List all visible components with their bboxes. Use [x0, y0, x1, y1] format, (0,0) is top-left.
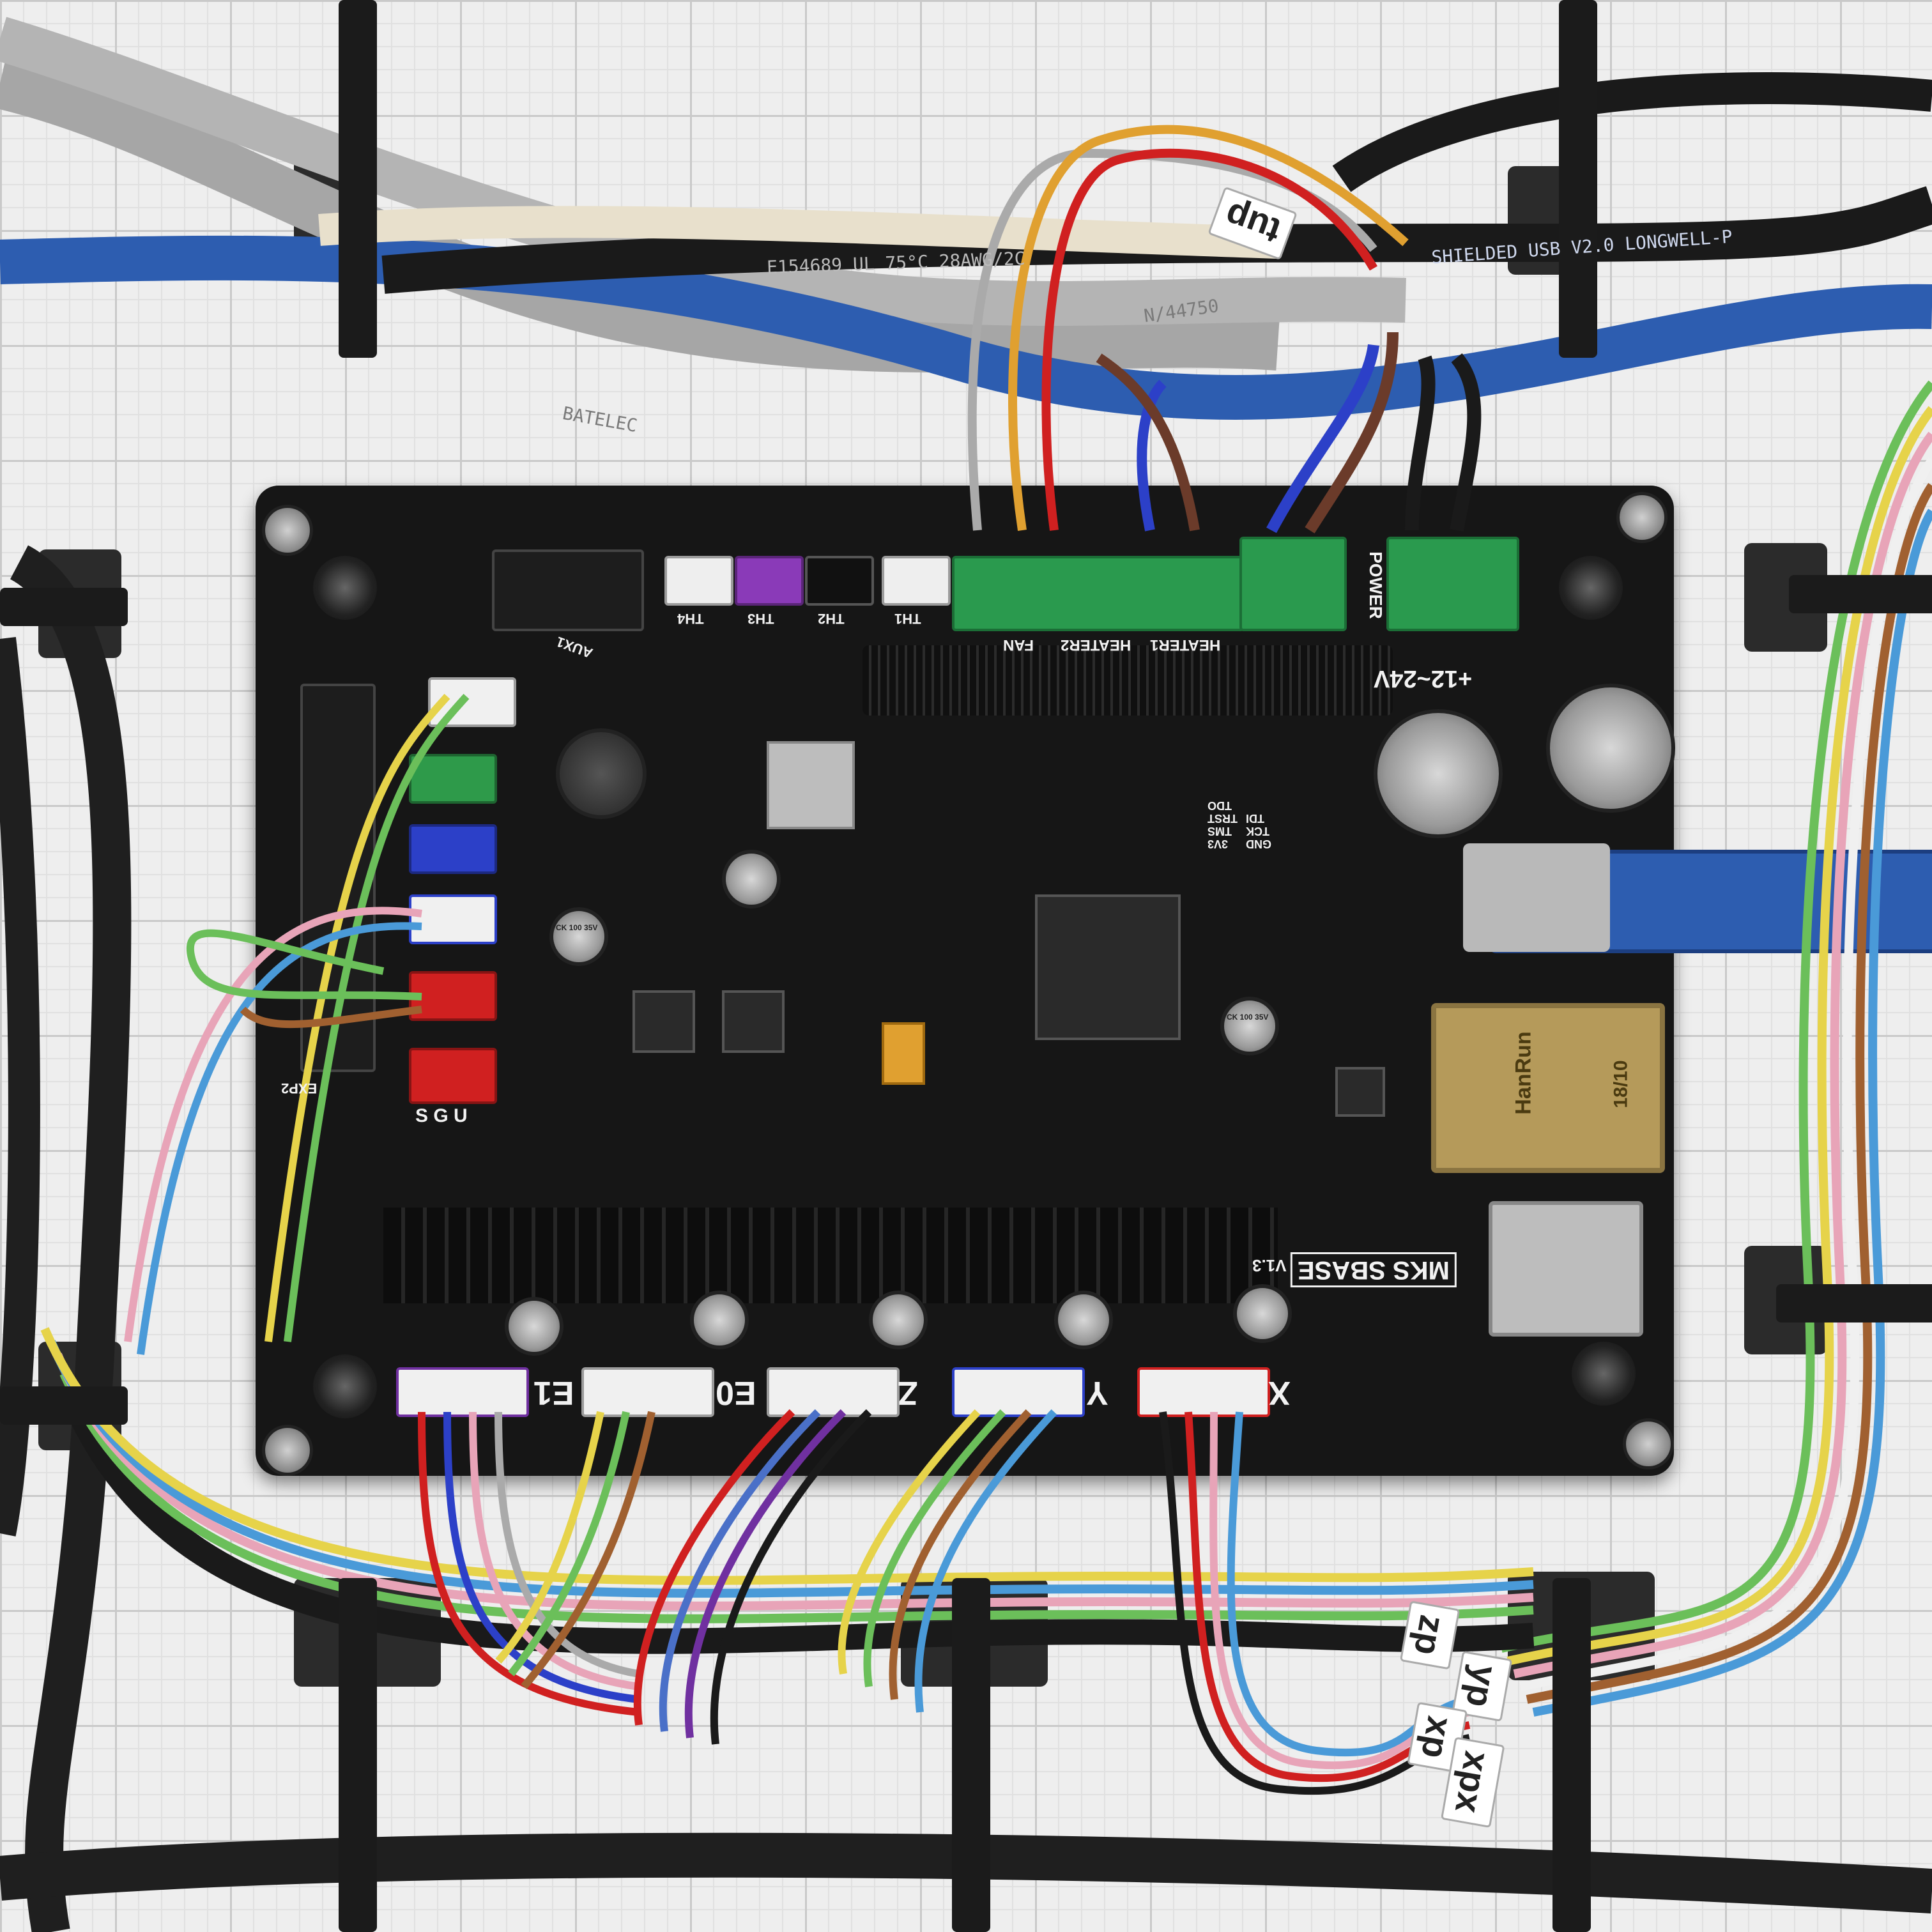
connector-th3[interactable]: [735, 556, 804, 606]
endstop-connector-red-2[interactable]: [409, 1048, 497, 1104]
jtag-label-tms: TMS: [1208, 825, 1232, 838]
capacitor-label-2: CK 100 35V: [556, 923, 598, 932]
zip-tie-bottom-mid: [952, 1578, 990, 1932]
corner-screw-top-left: [262, 505, 313, 556]
jtag-label-trst: TRST: [1208, 812, 1238, 825]
grey-cable-top-1: [0, 58, 1280, 373]
heatsink-bottom: [383, 1208, 1278, 1303]
zip-tie-left-lower: [0, 1386, 128, 1425]
driver-chip-2: [722, 990, 785, 1053]
big-capacitor-1: [1374, 709, 1503, 838]
motor-connector-e1[interactable]: [396, 1367, 529, 1417]
exp2-label: EXP2: [281, 1080, 318, 1096]
mount-hole-bottom-right: [1572, 1342, 1636, 1406]
motor-label-z: Z: [898, 1374, 918, 1411]
th3-label: TH3: [747, 611, 774, 627]
motor-label-x: X: [1268, 1374, 1291, 1411]
mount-hole-top-right: [1559, 556, 1623, 620]
capacitor-small-6: [869, 1291, 928, 1349]
zip-tie-right-upper: [1789, 575, 1932, 613]
connector-th2[interactable]: [805, 556, 874, 606]
endstop-connector-blue-1[interactable]: [409, 824, 497, 874]
capacitor-small-5: [690, 1291, 749, 1349]
mcu-chip: [1035, 894, 1181, 1040]
capacitor-small-8: [1233, 1284, 1292, 1343]
capacitor-label-1: CK 100 35V: [1227, 1013, 1269, 1022]
motor-label-e0: E0: [716, 1374, 756, 1411]
zip-tie-bottom-right: [1552, 1578, 1591, 1932]
jtag-label-tdi: TDI: [1246, 812, 1264, 825]
capacitor-small-3: [1220, 997, 1279, 1055]
big-capacitor-2: [1546, 684, 1675, 813]
power-label: POWER: [1365, 551, 1386, 619]
connector-aux1[interactable]: [492, 549, 644, 631]
regulator-chip: [767, 741, 855, 829]
cable-tag-zp: zp: [1399, 1600, 1460, 1670]
jtag-label-tck: TCK: [1246, 825, 1269, 838]
zip-tie-bottom-left: [339, 1578, 377, 1932]
jtag-label-3v3: 3V3: [1208, 838, 1229, 850]
connector-th4[interactable]: [664, 556, 733, 606]
capacitor-small-1: [549, 907, 608, 966]
inductor: [556, 728, 647, 819]
motor-connector-y[interactable]: [952, 1367, 1085, 1417]
blue-cable-top: [0, 235, 1932, 420]
corner-screw-bottom-left: [262, 1425, 313, 1476]
ethernet-code: 18/10: [1610, 1060, 1632, 1108]
zip-tie-right-lower: [1776, 1284, 1932, 1322]
motor-label-e1: E1: [533, 1374, 574, 1411]
black-cable-left: [9, 545, 132, 1932]
capacitor-small-4: [505, 1297, 564, 1356]
sd-card-slot[interactable]: [1489, 1201, 1643, 1337]
black-cable-top-right: [1332, 72, 1932, 192]
board-model-label: MKS SBASE: [1291, 1252, 1457, 1287]
heater1-label: HEATER1: [1150, 636, 1221, 654]
corner-screw-bottom-right: [1623, 1418, 1674, 1469]
servo-label: S G U: [415, 1105, 468, 1126]
terminal-hotbed[interactable]: [1239, 537, 1347, 631]
corner-screw-top-right: [1616, 492, 1667, 543]
heatsink-top: [862, 645, 1393, 716]
jtag-label-tdo: TDO: [1208, 799, 1232, 812]
board-version-label: V1.3: [1252, 1256, 1287, 1275]
motor-label-y: Y: [1086, 1374, 1108, 1411]
zip-tie-top-right: [1559, 0, 1597, 358]
motor-connector-x[interactable]: [1137, 1367, 1270, 1417]
zip-tie-left: [0, 588, 128, 626]
jtag-label-gnd: GND: [1246, 838, 1271, 850]
dip-switch[interactable]: [882, 1022, 925, 1085]
ethernet-phy-chip: [1335, 1067, 1385, 1117]
connector-th1[interactable]: [882, 556, 951, 606]
th4-label: TH4: [677, 611, 704, 627]
mount-hole-bottom-left: [313, 1354, 377, 1418]
zip-tie-top-left: [339, 0, 377, 358]
voltage-label: +12~24V: [1374, 665, 1473, 692]
terminal-fan-heaters[interactable]: [952, 556, 1245, 631]
driver-chip-1: [632, 990, 695, 1053]
cream-cable-top: [318, 206, 1278, 259]
th2-label: TH2: [818, 611, 845, 627]
mount-hole-top-left: [313, 556, 377, 620]
motor-connector-z[interactable]: [767, 1367, 900, 1417]
ethernet-brand: HanRun: [1511, 1031, 1536, 1115]
capacitor-small-7: [1054, 1291, 1113, 1349]
usb-b-socket[interactable]: [1463, 843, 1610, 952]
th1-label: TH1: [894, 611, 921, 627]
fan-label: FAN: [1003, 636, 1034, 654]
capacitor-small-2: [722, 850, 781, 908]
ethernet-jack[interactable]: [1431, 1003, 1665, 1173]
heater2-label: HEATER2: [1061, 636, 1131, 654]
terminal-power[interactable]: [1386, 537, 1519, 631]
endstop-connector-blue-2[interactable]: [409, 894, 497, 944]
